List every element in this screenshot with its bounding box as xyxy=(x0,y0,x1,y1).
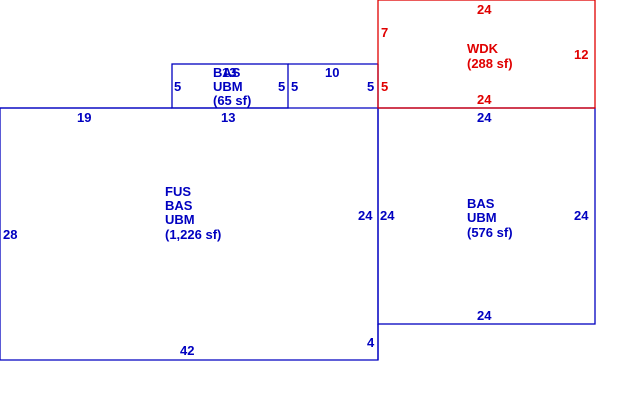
main-dim-right: 24 xyxy=(358,208,373,223)
main-label-2: BAS xyxy=(165,198,193,213)
small-label-2: UBM xyxy=(213,79,243,94)
side-area: (576 sf) xyxy=(467,225,513,240)
small-area: (65 sf) xyxy=(213,93,251,108)
small-dim-right: 5 xyxy=(278,79,285,94)
deck-dim-bottom: 24 xyxy=(477,92,492,107)
main-dim-bottom: 42 xyxy=(180,343,194,358)
main-label-3: UBM xyxy=(165,212,195,227)
main-label-1: FUS xyxy=(165,184,191,199)
main-dim-step: 4 xyxy=(367,335,375,350)
deck-dim-left: 7 xyxy=(381,25,388,40)
deck-dim-left-lower: 5 xyxy=(381,79,388,94)
deck-dim-top: 24 xyxy=(477,2,492,17)
connector-dim-right: 5 xyxy=(367,79,374,94)
side-dim-right: 24 xyxy=(574,208,589,223)
small-section-outline xyxy=(171,63,289,109)
main-area: (1,226 sf) xyxy=(165,227,221,242)
deck-label: WDK xyxy=(467,41,499,56)
small-dim-left: 5 xyxy=(174,79,181,94)
connector-dim-left: 5 xyxy=(291,79,298,94)
small-label-1: BAS xyxy=(213,65,241,80)
main-dim-left: 28 xyxy=(3,227,17,242)
side-dim-bottom: 24 xyxy=(477,308,492,323)
side-label-1: BAS xyxy=(467,196,495,211)
main-dim-top-left: 19 xyxy=(77,110,91,125)
side-label-2: UBM xyxy=(467,210,497,225)
deck-area: (288 sf) xyxy=(467,56,513,71)
side-dim-left: 24 xyxy=(380,208,395,223)
deck-dim-right: 12 xyxy=(574,47,588,62)
connector-dim-top: 10 xyxy=(325,65,339,80)
main-dim-top-mid: 13 xyxy=(221,110,235,125)
deck-section-outline xyxy=(377,0,596,109)
small-overlap-dim: 13 xyxy=(222,65,236,80)
side-dim-top: 24 xyxy=(477,110,492,125)
